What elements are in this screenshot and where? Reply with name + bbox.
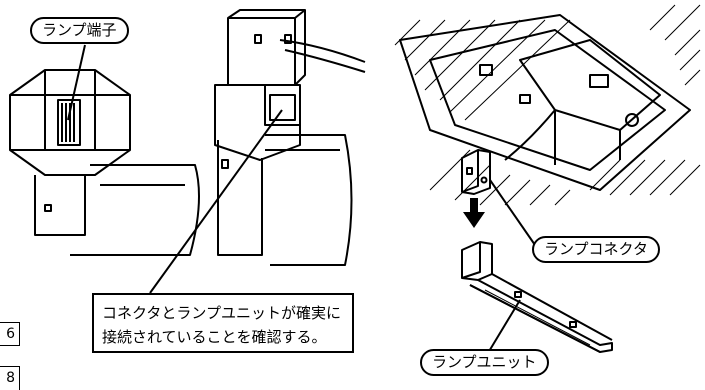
ceiling-hatching (394, 4, 701, 206)
page-number-top: 6 (0, 322, 20, 346)
label-lamp-terminal: ランプ端子 (30, 17, 129, 44)
leader-line-connector (489, 179, 536, 246)
leader-line-terminal (67, 44, 86, 121)
page-number-bottom: 8 (0, 366, 20, 390)
insert-arrow (463, 198, 485, 228)
hanging-connector (461, 149, 491, 195)
note-line-2: 接続されていることを確認する。 (102, 328, 327, 346)
label-lamp-unit: ランプユニット (420, 349, 549, 376)
connector-on-rail (214, 9, 366, 266)
label-lamp-connector: ランプコネクタ (532, 236, 660, 263)
caution-note: コネクタとランプユニットが確実に 接続されていることを確認する。 (92, 293, 354, 353)
note-line-1: コネクタとランプユニットが確実に (102, 304, 341, 322)
lamp-terminal-socket (9, 69, 200, 256)
leader-line-note (149, 109, 283, 294)
lamp-unit (461, 241, 613, 353)
ceiling-fixture (399, 14, 691, 191)
leader-line-unit (487, 299, 521, 354)
